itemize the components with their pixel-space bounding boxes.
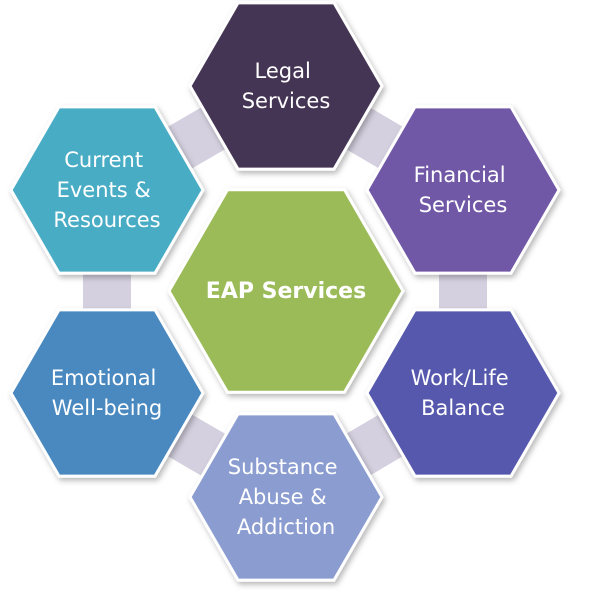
hex-current-events-resources: Current Events & Resources — [9, 105, 205, 275]
hex-financial-services-label: Financial Services — [414, 163, 513, 217]
hex-work-life-balance-shape — [365, 308, 561, 478]
label-line: Well-being — [52, 396, 162, 420]
hex-emotional-well-being-label: Emotional Well-being — [51, 366, 163, 420]
hex-eap-services-label: EAP Services — [206, 279, 366, 304]
hex-substance-abuse-addiction: Substance Abuse & Addiction — [188, 412, 384, 582]
label-line: Resources — [53, 208, 160, 232]
label-line: Events & — [57, 178, 151, 202]
label-line: Balance — [421, 396, 505, 420]
hex-emotional-well-being-shape — [9, 308, 205, 478]
hex-current-events-resources-shape — [9, 105, 205, 275]
label-line: Emotional — [51, 366, 157, 390]
hex-eap-services-shape — [167, 188, 405, 394]
label-line: Legal — [255, 59, 311, 83]
label-line: Substance — [228, 455, 338, 479]
hex-eap-services-center: EAP Services — [167, 188, 405, 394]
label-line: Financial — [414, 163, 506, 187]
label-line: Addiction — [237, 515, 335, 539]
hex-legal-services: Legal Services — [188, 1, 384, 171]
label-line: Services — [242, 89, 331, 113]
hex-emotional-well-being: Emotional Well-being — [9, 308, 205, 478]
hex-substance-abuse-addiction-shape — [188, 412, 384, 582]
hex-work-life-balance-label: Work/Life Balance — [411, 366, 516, 420]
label-line: Abuse & — [239, 485, 327, 509]
hex-financial-services-shape — [365, 105, 561, 275]
label-line: EAP Services — [206, 279, 366, 304]
hex-substance-abuse-addiction-label: Substance Abuse & Addiction — [228, 455, 344, 539]
label-line: Current — [64, 148, 143, 172]
hex-work-life-balance: Work/Life Balance — [365, 308, 561, 478]
hex-current-events-resources-label: Current Events & Resources — [53, 148, 160, 232]
hex-legal-services-shape — [188, 1, 384, 171]
hex-legal-services-label: Legal Services — [242, 59, 331, 113]
label-line: Services — [419, 193, 508, 217]
label-line: Work/Life — [411, 366, 509, 390]
hex-financial-services: Financial Services — [365, 105, 561, 275]
